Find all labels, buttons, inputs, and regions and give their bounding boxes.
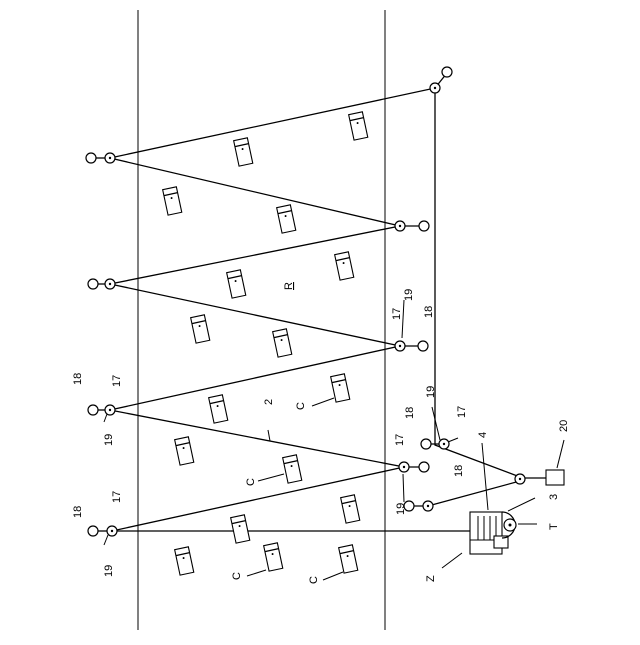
label-19-e: 19 [425, 386, 437, 398]
tag-items [163, 112, 368, 575]
label-19-a: 19 [103, 565, 115, 577]
label-2: 2 [263, 399, 275, 405]
label-T: T [548, 523, 560, 530]
label-C-a: C [295, 402, 307, 410]
label-18-e: 18 [404, 407, 416, 419]
label-17-e: 17 [456, 406, 468, 418]
label-17-c: 17 [394, 434, 406, 446]
tension-weight [546, 470, 564, 485]
label-R: R [283, 282, 295, 290]
label-17-d: 17 [391, 308, 403, 320]
label-3: 3 [548, 494, 560, 500]
label-18-c: 18 [453, 465, 465, 477]
label-C-c: C [231, 572, 243, 580]
label-C-d: C [308, 576, 320, 584]
label-18-a: 18 [72, 506, 84, 518]
label-18-d: 18 [423, 306, 435, 318]
label-19-b: 19 [103, 434, 115, 446]
label-C-b: C [245, 478, 257, 486]
label-17-a: 17 [111, 491, 123, 503]
drive-unit [470, 512, 516, 554]
label-18-b: 18 [72, 373, 84, 385]
label-17-b: 17 [111, 375, 123, 387]
label-4: 4 [477, 432, 489, 438]
pulley-assemblies [96, 73, 447, 531]
return-rope-lower [428, 481, 520, 506]
label-19-d: 19 [403, 289, 415, 301]
label-19-c: 19 [395, 503, 407, 515]
zigzag-rope [110, 88, 520, 531]
label-20: 20 [558, 420, 570, 432]
label-Z: Z [425, 575, 437, 582]
